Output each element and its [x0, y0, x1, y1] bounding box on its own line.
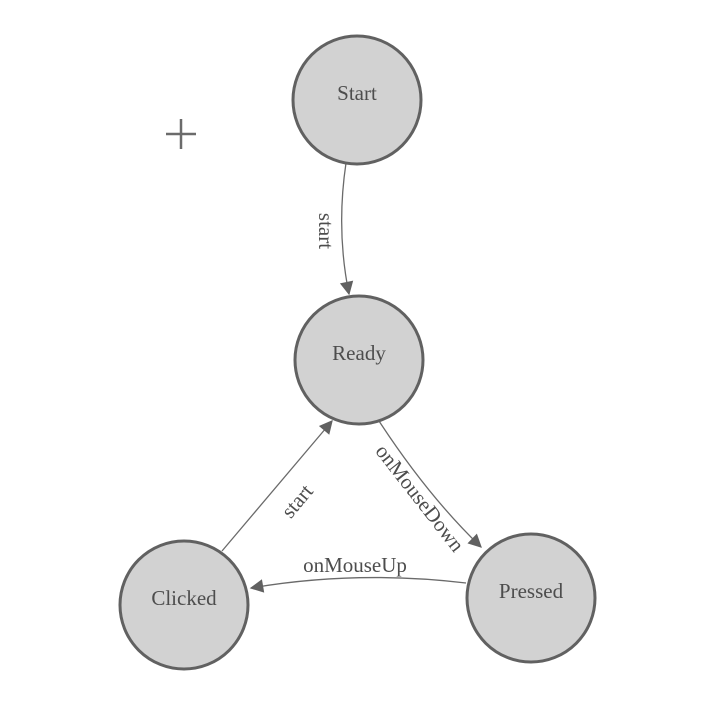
- transition-edge-clicked-to-ready[interactable]: [221, 420, 333, 552]
- cursor-layer: [166, 119, 196, 149]
- state-node-label-start: Start: [337, 81, 377, 105]
- state-node-label-ready: Ready: [332, 341, 386, 365]
- edge-label-start-to-ready: start: [314, 213, 338, 249]
- edge-label-ready-to-pressed: onMouseDown: [371, 440, 470, 557]
- state-node-pressed[interactable]: [465, 532, 597, 664]
- edge-label-clicked-to-ready: start: [276, 479, 318, 522]
- state-node-label-clicked: Clicked: [151, 586, 217, 610]
- transition-edge-start-to-ready[interactable]: [339, 162, 354, 296]
- transition-edge-ready-to-pressed[interactable]: [378, 420, 482, 548]
- edges-layer: [221, 162, 482, 593]
- state-node-label-pressed: Pressed: [499, 579, 564, 603]
- state-node-ready[interactable]: [293, 294, 425, 426]
- state-node-clicked[interactable]: [118, 539, 250, 671]
- transition-edge-pressed-to-clicked[interactable]: [249, 576, 467, 593]
- edge-label-pressed-to-clicked: onMouseUp: [303, 553, 407, 577]
- state-node-start[interactable]: [291, 34, 423, 166]
